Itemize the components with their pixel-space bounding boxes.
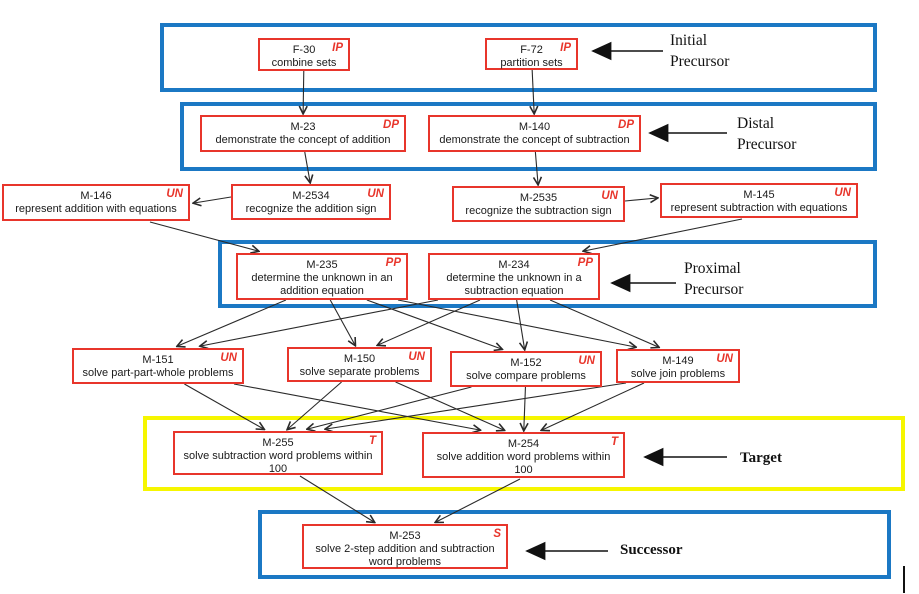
node-code: M-149 bbox=[662, 355, 694, 367]
node-M-151: M-151 UN solve part-part-whole problems bbox=[72, 348, 244, 384]
group-initial-precursor bbox=[160, 23, 877, 92]
node-description: solve 2-step addition and subtraction wo… bbox=[315, 543, 495, 568]
node-code: M-150 bbox=[343, 353, 376, 365]
node-tag: UN bbox=[716, 353, 733, 365]
node-code: M-151 bbox=[142, 354, 174, 366]
node-code: M-235 bbox=[306, 259, 338, 271]
node-code: F-30 bbox=[292, 44, 316, 56]
label-initial-precursor: Initial Precursor bbox=[670, 32, 730, 70]
node-M-140: M-140 DP demonstrate the concept of subtra… bbox=[428, 115, 641, 152]
group-successor bbox=[258, 510, 891, 579]
node-description: solve part-part-whole problems bbox=[82, 367, 234, 379]
node-description: partition sets bbox=[500, 57, 563, 69]
node-description: determine the unknown in a subtraction e… bbox=[446, 272, 582, 297]
node-description: determine the unknown in an addition equ… bbox=[251, 272, 393, 297]
node-F-30: F-30 IP combine sets bbox=[258, 38, 350, 71]
node-description: demonstrate the concept of subtraction bbox=[439, 134, 630, 146]
node-code: M-140 bbox=[518, 121, 551, 133]
node-M-150: M-150 UN solve separate problems bbox=[287, 347, 432, 382]
node-code: M-146 bbox=[80, 190, 112, 202]
text-cursor-artifact bbox=[903, 566, 905, 593]
node-code: M-255 bbox=[262, 437, 294, 449]
node-tag: DP bbox=[618, 119, 634, 131]
node-code: M-234 bbox=[498, 259, 530, 271]
node-description: recognize the addition sign bbox=[245, 203, 377, 215]
node-description: solve separate problems bbox=[299, 366, 420, 378]
node-M-235: M-235 PP determine the unknown in an addit… bbox=[236, 253, 408, 300]
node-M-145: M-145 UN represent subtraction with equati… bbox=[660, 183, 858, 218]
node-M-23: M-23 DP demonstrate the concept of additio… bbox=[200, 115, 406, 152]
node-tag: IP bbox=[332, 42, 343, 54]
group-distal-precursor bbox=[180, 102, 877, 171]
node-description: recognize the subtraction sign bbox=[465, 205, 612, 217]
node-tag: UN bbox=[220, 352, 237, 364]
label-proximal-precursor: Proximal Precursor bbox=[684, 260, 744, 298]
node-tag: UN bbox=[367, 188, 384, 200]
node-tag: IP bbox=[560, 42, 571, 54]
node-code: F-72 bbox=[520, 44, 543, 56]
label-target: Target bbox=[740, 450, 782, 466]
node-tag: PP bbox=[577, 257, 593, 269]
node-description: combine sets bbox=[271, 57, 337, 69]
node-description: solve join problems bbox=[630, 368, 726, 380]
node-code: M-145 bbox=[743, 189, 775, 201]
node-code: M-254 bbox=[507, 438, 540, 450]
node-F-72: F-72 IP partition sets bbox=[485, 38, 578, 70]
edge-M-2535-to-M-145 bbox=[624, 198, 657, 201]
node-M-234: M-234 PP determine the unknown in a subtra… bbox=[428, 253, 600, 300]
node-code: M-2535 bbox=[519, 192, 558, 204]
node-tag: UN bbox=[166, 188, 183, 200]
node-code: M-23 bbox=[290, 121, 316, 133]
node-code: M-253 bbox=[389, 530, 421, 542]
node-description: demonstrate the concept of addition bbox=[215, 134, 391, 146]
node-M-2535: M-2535 UN recognize the subtraction sign bbox=[452, 186, 625, 222]
node-M-2534: M-2534 UN recognize the addition sign bbox=[231, 184, 391, 220]
node-description: solve compare problems bbox=[466, 370, 586, 382]
node-tag: UN bbox=[408, 351, 425, 363]
label-successor: Successor bbox=[620, 542, 683, 558]
node-code: M-2534 bbox=[292, 190, 330, 202]
node-tag: T bbox=[368, 435, 376, 447]
node-description: solve addition word problems within 100 bbox=[436, 451, 611, 476]
label-distal-precursor: Distal Precursor bbox=[737, 115, 797, 153]
node-description: represent addition with equations bbox=[15, 203, 177, 215]
node-M-149: M-149 UN solve join problems bbox=[616, 349, 740, 383]
node-tag: PP bbox=[385, 257, 401, 269]
node-tag: UN bbox=[578, 355, 595, 367]
node-tag: UN bbox=[834, 187, 851, 199]
edge-M-2534-to-M-146 bbox=[194, 196, 232, 203]
node-M-146: M-146 UN represent addition with equations bbox=[2, 184, 190, 221]
node-description: represent subtraction with equations bbox=[670, 202, 848, 214]
node-tag: T bbox=[610, 436, 618, 448]
node-tag: S bbox=[493, 528, 501, 540]
node-tag: UN bbox=[601, 190, 618, 202]
node-tag: DP bbox=[383, 119, 399, 131]
node-description: solve subtraction word problems within 1… bbox=[183, 450, 373, 475]
node-code: M-152 bbox=[510, 357, 542, 369]
node-M-152: M-152 UN solve compare problems bbox=[450, 351, 602, 387]
